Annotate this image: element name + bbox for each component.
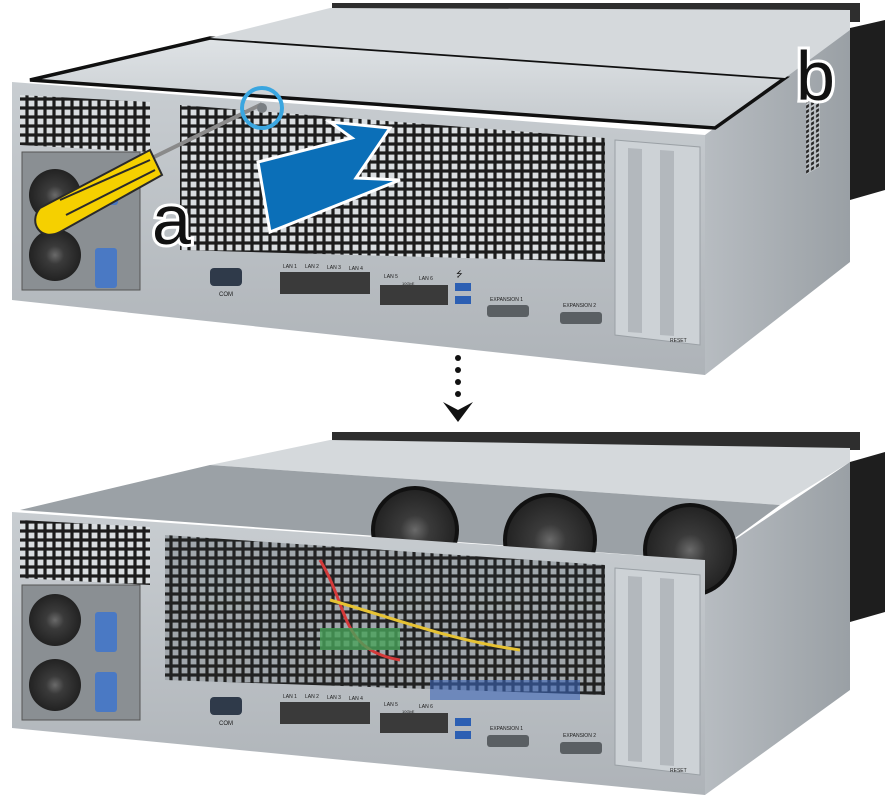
bottom-nas-unit: COM LAN 1 LAN 2 LAN 3 LAN 4 LAN 5 LAN 6 …: [12, 432, 885, 795]
svg-text:LAN 6: LAN 6: [419, 276, 433, 282]
bottom-usb-port-2: [455, 731, 471, 739]
svg-text:EXPANSION 1: EXPANSION 1: [490, 726, 523, 732]
bottom-psu-grill: [20, 520, 150, 585]
bottom-main-grill: [165, 535, 605, 695]
top-port-row: COM LAN 1 LAN 2 LAN 3 LAN 4 LAN 5 LAN 6 …: [210, 264, 687, 344]
top-rack-ear: [850, 20, 885, 200]
bottom-psu-bay: [21, 584, 141, 721]
svg-text:EXPANSION 2: EXPANSION 2: [563, 303, 596, 309]
bottom-psu-handle: [95, 612, 117, 652]
callout-a: a: [152, 181, 191, 259]
callout-b: b: [796, 37, 835, 115]
svg-text:LAN 5: LAN 5: [384, 274, 398, 280]
bottom-board-green: [320, 628, 400, 650]
bottom-expansion-port-2: [560, 742, 602, 754]
svg-text:LAN 3: LAN 3: [327, 265, 341, 271]
bottom-usb-port-1: [455, 718, 471, 726]
bottom-reset-label: RESET: [670, 768, 687, 774]
svg-text:LAN 6: LAN 6: [419, 704, 433, 710]
svg-text:LAN 2: LAN 2: [305, 264, 319, 270]
bottom-slot-covers: [614, 567, 701, 776]
bottom-rack-ear: [850, 452, 885, 622]
top-side-vent: [806, 91, 820, 175]
bottom-com-label: COM: [219, 721, 233, 727]
svg-text:LAN 1: LAN 1: [283, 694, 297, 700]
bottom-cable-red: [318, 559, 401, 662]
screw-icon: [257, 103, 267, 113]
top-psu-handle: [95, 248, 117, 288]
bottom-lan-block-1: [280, 702, 370, 724]
svg-text:10GbE: 10GbE: [402, 281, 415, 286]
bottom-board-blue: [430, 680, 580, 700]
dotted-down-arrow-icon: [443, 355, 473, 422]
top-com-port: [210, 268, 242, 286]
bottom-cable-yellow: [329, 598, 521, 652]
top-lan-block-1: [280, 272, 370, 294]
top-reset-label: RESET: [670, 338, 687, 344]
svg-text:LAN 2: LAN 2: [305, 694, 319, 700]
svg-text:EXPANSION 2: EXPANSION 2: [563, 733, 596, 739]
bottom-side-panel: [705, 462, 850, 795]
top-nas-unit: COM LAN 1 LAN 2 LAN 3 LAN 4 LAN 5 LAN 6 …: [12, 3, 885, 375]
svg-text:LAN 1: LAN 1: [283, 264, 297, 270]
direction-arrow-icon: [256, 119, 401, 235]
bottom-expansion-port-1: [487, 735, 529, 747]
bottom-port-row: COM LAN 1 LAN 2 LAN 3 LAN 4 LAN 5 LAN 6 …: [210, 694, 687, 774]
top-com-label: COM: [219, 292, 233, 298]
bottom-lan-block-2: [380, 713, 448, 733]
usb-icon: ⭍: [455, 270, 471, 304]
top-slot-covers: [614, 139, 701, 346]
svg-text:10GbE: 10GbE: [402, 709, 415, 714]
screw-highlight-ring: [240, 86, 284, 130]
top-psu-grill: [20, 95, 150, 152]
svg-text:⭍: ⭍: [456, 270, 463, 279]
top-lan-block-2: [380, 285, 448, 305]
svg-text:LAN 4: LAN 4: [349, 266, 363, 272]
top-cover-rear: [210, 8, 850, 78]
bottom-com-port: [210, 697, 242, 715]
svg-text:LAN 3: LAN 3: [327, 695, 341, 701]
svg-text:LAN 4: LAN 4: [349, 696, 363, 702]
svg-text:LAN 5: LAN 5: [384, 702, 398, 708]
svg-text:EXPANSION 1: EXPANSION 1: [490, 297, 523, 303]
top-expansion-port-1: [487, 305, 529, 317]
bottom-remaining-cover: [210, 440, 850, 505]
top-expansion-port-2: [560, 312, 602, 324]
